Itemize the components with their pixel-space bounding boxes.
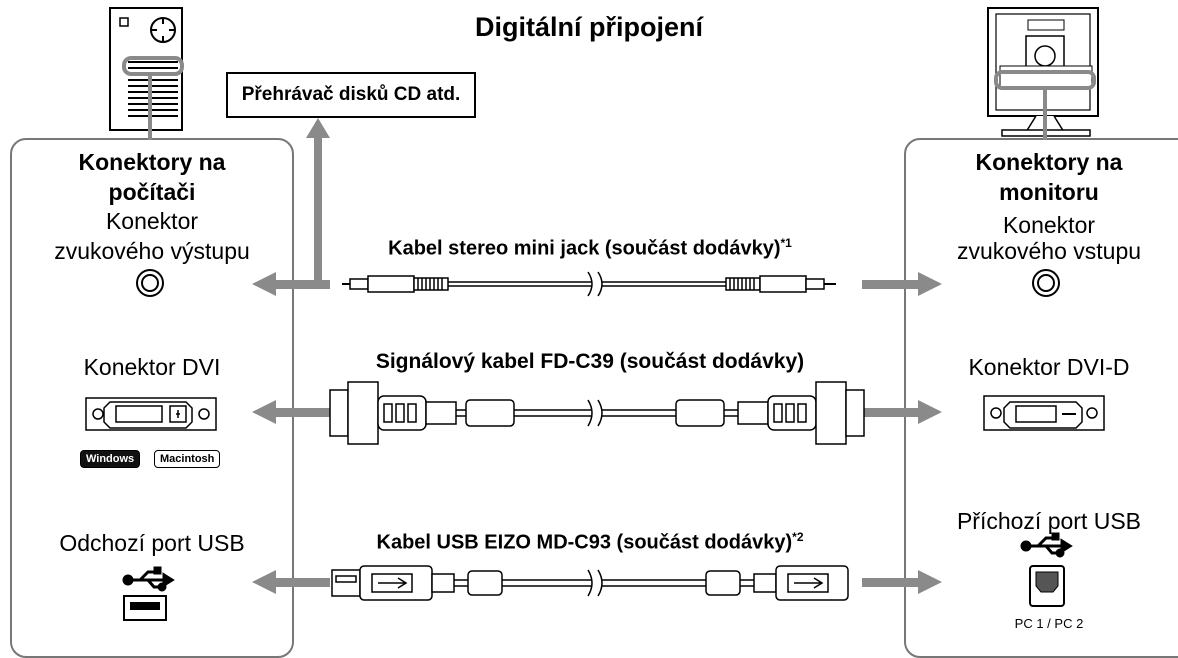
pc-tower-icon bbox=[109, 7, 184, 140]
audio-cable-graphic bbox=[342, 271, 836, 297]
windows-badge: Windows bbox=[80, 450, 141, 468]
dvi-d-connector-label: Konektor DVI-D bbox=[968, 354, 1130, 380]
signal-cable-label: Signálový kabel FD-C39 (součást dodávky) bbox=[375, 350, 805, 373]
audio-cable-label: Kabel stereo mini jack (součást dodávky)… bbox=[320, 236, 860, 261]
audio-cable-footnote: *1 bbox=[780, 236, 792, 250]
audio-input-label-line1: Konektor bbox=[1002, 212, 1096, 238]
computer-heading-line2: počítači bbox=[108, 179, 196, 205]
usb-b-port-icon bbox=[1029, 565, 1065, 607]
audio-cable-text: Kabel stereo mini jack (součást dodávky) bbox=[388, 237, 781, 260]
usb-cable-text: Kabel USB EIZO MD-C93 (součást dodávky) bbox=[376, 531, 793, 554]
audio-input-label-line2: zvukového vstupu bbox=[956, 238, 1142, 264]
audio-input-jack-icon bbox=[1032, 269, 1060, 297]
diagram-title: Digitální připojení bbox=[475, 12, 703, 42]
usb-a-port-icon bbox=[123, 595, 167, 621]
usb-cable-graphic bbox=[331, 565, 849, 601]
cd-player-box: Přehrávač disků CD atd. bbox=[226, 72, 476, 118]
usb-cable-label: Kabel USB EIZO MD-C93 (součást dodávky)*… bbox=[320, 530, 860, 555]
arrows-to-computer bbox=[252, 272, 330, 594]
computer-heading-line1: Konektory na bbox=[78, 149, 226, 175]
monitor-heading-line1: Konektory na bbox=[975, 149, 1123, 175]
usb-symbol-icon-computer bbox=[122, 566, 175, 592]
downstream-usb-label: Odchozí port USB bbox=[59, 530, 245, 556]
monitor-heading-line2: monitoru bbox=[999, 179, 1099, 205]
pc-port-label: PC 1 / PC 2 bbox=[1014, 616, 1084, 631]
monitor-rear-icon bbox=[987, 7, 1099, 140]
audio-output-label-line1: Konektor bbox=[105, 208, 199, 234]
upstream-usb-label: Příchozí port USB bbox=[956, 508, 1142, 534]
usb-symbol-icon-monitor bbox=[1020, 532, 1073, 558]
audio-output-label-line2: zvukového výstupu bbox=[54, 238, 250, 264]
arrows-to-monitor bbox=[862, 272, 942, 594]
arrow-to-cd-player bbox=[306, 118, 330, 284]
dvi-connector-icon bbox=[85, 397, 217, 431]
dvi-connector-label: Konektor DVI bbox=[83, 354, 221, 380]
dvi-d-connector-icon bbox=[983, 395, 1105, 431]
audio-output-jack-icon bbox=[136, 269, 164, 297]
dvi-cable-graphic bbox=[329, 381, 865, 445]
usb-cable-footnote: *2 bbox=[792, 530, 804, 544]
macintosh-badge: Macintosh bbox=[154, 450, 221, 468]
